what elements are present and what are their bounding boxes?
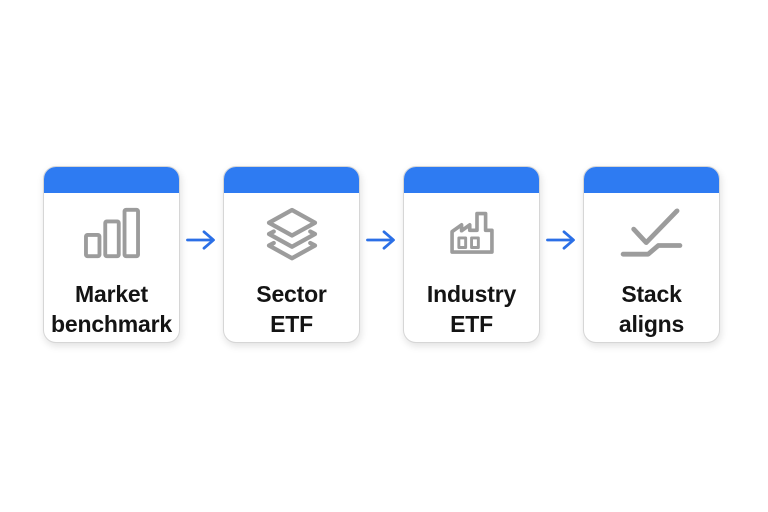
card-label-line: ETF bbox=[450, 311, 493, 337]
card-label: Stack aligns bbox=[584, 279, 719, 339]
card-accent-bar bbox=[404, 167, 539, 193]
arrow-right-icon bbox=[185, 228, 217, 252]
card-label: Market benchmark bbox=[44, 279, 179, 339]
flow-card-stack-aligns: Stack aligns bbox=[583, 166, 720, 343]
factory-icon bbox=[404, 193, 539, 273]
flow-card-sector-etf: Sector ETF bbox=[223, 166, 360, 343]
card-label-line: ETF bbox=[270, 311, 313, 337]
card-label: Sector ETF bbox=[224, 279, 359, 339]
card-label-line: aligns bbox=[618, 311, 685, 337]
card-accent-bar bbox=[224, 167, 359, 193]
card-label: Industry ETF bbox=[404, 279, 539, 339]
bar-chart-icon bbox=[44, 193, 179, 273]
card-accent-bar bbox=[584, 167, 719, 193]
layers-icon bbox=[224, 193, 359, 273]
card-label-line: Industry bbox=[426, 281, 517, 307]
card-label-line: Sector bbox=[256, 281, 327, 307]
flow-card-market-benchmark: Market benchmark bbox=[43, 166, 180, 343]
card-label-line: Market bbox=[75, 281, 148, 307]
card-accent-bar bbox=[44, 167, 179, 193]
flow-card-industry-etf: Industry ETF bbox=[403, 166, 540, 343]
card-label-line: Stack bbox=[621, 281, 682, 307]
arrow-right-icon bbox=[545, 228, 577, 252]
check-trend-icon bbox=[584, 193, 719, 273]
arrow-right-icon bbox=[365, 228, 397, 252]
card-label-line: benchmark bbox=[51, 311, 172, 337]
